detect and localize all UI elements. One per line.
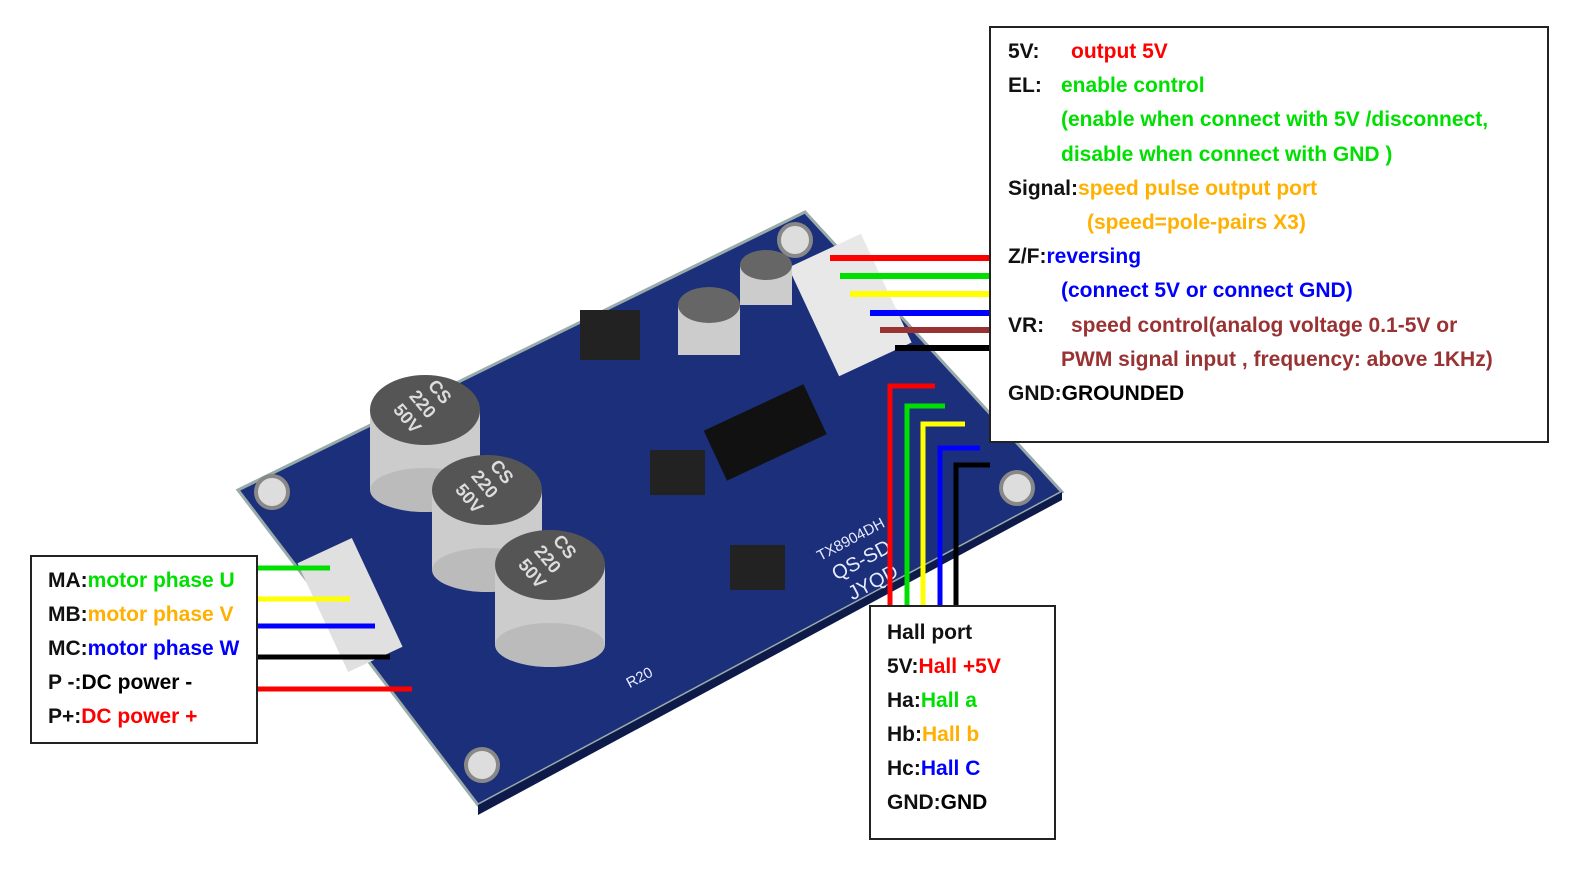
pin-label: Signal: bbox=[1008, 176, 1079, 200]
ic-chip bbox=[703, 384, 827, 481]
pin-description: Hall +5V bbox=[918, 655, 1001, 678]
legend-line: (connect 5V or connect GND) bbox=[1061, 279, 1353, 303]
pin-description: (speed=pole-pairs X3) bbox=[1087, 211, 1306, 234]
pin-description: DC power + bbox=[81, 705, 198, 728]
pin-description: enable control bbox=[1061, 74, 1205, 98]
mount-hole bbox=[999, 470, 1035, 506]
control-port-legend: 5V: output 5V EL: enable control (enable whe… bbox=[989, 26, 1549, 443]
control-wires bbox=[830, 255, 990, 351]
mount-hole bbox=[254, 474, 290, 510]
legend-line: GND:GND bbox=[887, 791, 987, 815]
mosfet bbox=[580, 310, 640, 360]
capacitors: CS 220 50V CS 220 50V CS 220 50V bbox=[370, 250, 792, 667]
pin-description: motor phase W bbox=[87, 637, 240, 660]
pin-label: P+: bbox=[48, 705, 82, 728]
pin-label: GND: bbox=[1008, 382, 1062, 405]
pin-label: P -: bbox=[48, 671, 82, 694]
pin-description: (enable when connect with 5V /disconnect… bbox=[1061, 108, 1489, 132]
pin-label: Ha: bbox=[887, 689, 921, 712]
hall-port-title: Hall port bbox=[887, 621, 973, 644]
terminal-header bbox=[788, 233, 912, 377]
motor-terminals bbox=[297, 537, 403, 673]
legend-line: VR: speed control(analog voltage 0.1-5V o… bbox=[1008, 313, 1457, 338]
legend-line: MC:motor phase W bbox=[48, 637, 239, 661]
legend-line: MA:motor phase U bbox=[48, 569, 235, 593]
legend-line: MB:motor phase V bbox=[48, 603, 234, 627]
pin-description: speed control(analog voltage 0.1-5V or bbox=[1071, 313, 1458, 337]
pin-description: motor phase V bbox=[87, 603, 234, 626]
pin-label: Z/F: bbox=[1008, 245, 1047, 269]
legend-line: Z/F:reversing bbox=[1008, 245, 1141, 269]
pin-description: reversing bbox=[1046, 245, 1142, 269]
legend-line: Hb:Hall b bbox=[887, 723, 979, 747]
pin-description: disable when connect with GND ) bbox=[1061, 142, 1393, 166]
legend-line: disable when connect with GND ) bbox=[1061, 143, 1392, 167]
legend-line: Signal:speed pulse output port bbox=[1008, 177, 1317, 201]
pin-label: MB: bbox=[48, 603, 88, 626]
legend-line: (speed=pole-pairs X3) bbox=[1087, 211, 1306, 235]
pin-description: speed pulse output port bbox=[1078, 176, 1318, 200]
pin-description: PWM signal input , frequency: above 1KHz… bbox=[1061, 347, 1493, 371]
legend-line: PWM signal input , frequency: above 1KHz… bbox=[1061, 348, 1493, 372]
pin-description: GROUNDED bbox=[1061, 382, 1185, 405]
pin-description: Hall b bbox=[922, 723, 980, 746]
mosfet bbox=[730, 545, 785, 590]
pin-label: GND: bbox=[887, 791, 941, 814]
pin-description: Hall a bbox=[920, 689, 977, 712]
legend-line: Hc:Hall C bbox=[887, 757, 980, 781]
legend-line: Ha:Hall a bbox=[887, 689, 977, 713]
legend-line: 5V: output 5V bbox=[1008, 40, 1168, 64]
pin-label: 5V: bbox=[887, 655, 919, 678]
pin-description: DC power - bbox=[81, 671, 193, 694]
capacitor-small bbox=[678, 287, 740, 355]
mount-hole bbox=[777, 222, 813, 258]
pin-description: output 5V bbox=[1071, 40, 1168, 63]
pin-description: motor phase U bbox=[87, 569, 235, 592]
capacitor: CS 220 50V bbox=[370, 375, 480, 512]
legend-line: 5V:Hall +5V bbox=[887, 655, 1001, 679]
capacitor: CS 220 50V bbox=[495, 530, 605, 667]
capacitor-small bbox=[740, 250, 792, 305]
pin-description: GND bbox=[940, 791, 988, 814]
pcb-edge bbox=[478, 492, 1062, 815]
legend-line: GND:GROUNDED bbox=[1008, 382, 1184, 406]
motor-wires bbox=[257, 565, 412, 692]
pin-label: Hb: bbox=[887, 723, 922, 746]
pin-label: MA: bbox=[48, 569, 88, 592]
pin-description: (connect 5V or connect GND) bbox=[1061, 279, 1353, 303]
pin-label: MC: bbox=[48, 637, 88, 660]
pin-description: Hall C bbox=[920, 757, 981, 780]
legend-line: P -:DC power - bbox=[48, 671, 192, 695]
mount-hole bbox=[464, 747, 500, 783]
pin-label: 5V: bbox=[1008, 40, 1040, 63]
hall-wires bbox=[887, 383, 990, 606]
mosfet bbox=[650, 450, 705, 495]
legend-line: (enable when connect with 5V /disconnect… bbox=[1061, 108, 1488, 132]
legend-line: P+:DC power + bbox=[48, 705, 197, 729]
pin-label: Hc: bbox=[887, 757, 921, 780]
legend-line: EL: enable control bbox=[1008, 74, 1205, 98]
pin-label: EL: bbox=[1008, 74, 1042, 98]
pin-label: VR: bbox=[1008, 313, 1045, 337]
